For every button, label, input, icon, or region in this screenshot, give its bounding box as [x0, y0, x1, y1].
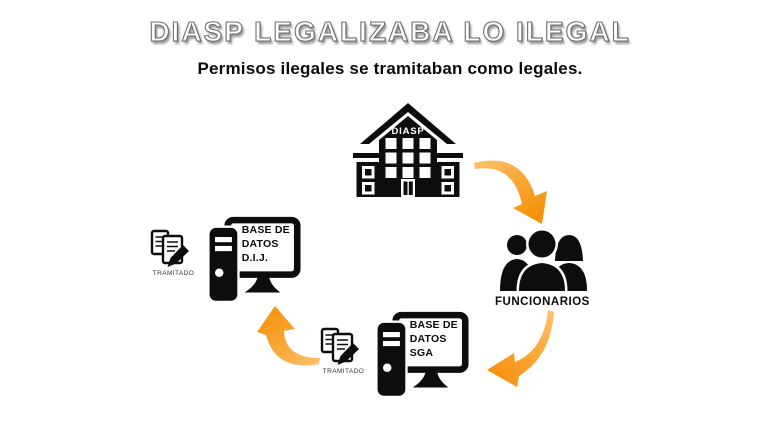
tower-slot	[382, 340, 400, 347]
building-right-wing	[432, 153, 463, 197]
monitor-stand	[244, 274, 281, 293]
power-button	[382, 363, 392, 372]
funcionarios-label: FUNCIONARIOS	[495, 296, 590, 308]
tramitado-label-dij: TRAMITADO	[152, 270, 195, 277]
documents-pencil-icon	[320, 327, 359, 365]
tramitado-documents-sga: TRAMITADO	[320, 327, 367, 375]
database-sga-computer: BASE DE DATOS SGA	[375, 309, 469, 403]
monitor-stand	[412, 369, 449, 388]
people-icon	[500, 229, 587, 293]
computer-tower	[207, 225, 240, 304]
tower-slot	[382, 332, 400, 338]
person-center-head	[526, 229, 558, 260]
tower-slot	[214, 237, 232, 243]
curved-arrow-left-icon	[487, 310, 554, 387]
tower-slot	[214, 245, 232, 252]
arrow-diasp-to-funcionarios-icon	[471, 156, 559, 230]
power-button	[214, 268, 224, 277]
building-windows	[385, 138, 431, 178]
pencil-icon	[337, 343, 359, 365]
tramitado-documents-dij: TRAMITADO	[150, 229, 197, 277]
pencil-icon	[167, 245, 189, 267]
building-door	[401, 179, 415, 197]
person-left-head	[507, 235, 527, 255]
curved-arrow-up-icon	[257, 306, 320, 366]
arrow-sga-to-dij-icon	[253, 304, 321, 378]
building-sign: DIASP	[391, 126, 424, 137]
arrow-funcionarios-to-sga-icon	[485, 308, 559, 392]
building-left-wing	[353, 153, 384, 197]
building-roof	[360, 103, 456, 144]
person-right-hair	[555, 235, 583, 261]
dij-screen-text: BASE DE DATOS D.I.J.	[241, 224, 290, 264]
building-icon: DIASP	[353, 103, 463, 197]
computer-tower	[375, 320, 408, 399]
funcionarios-group: FUNCIONARIOS	[495, 229, 589, 308]
tramitado-label-sga: TRAMITADO	[322, 368, 365, 375]
database-dij-computer: BASE DE DATOS D.I.J.	[207, 214, 301, 308]
computer-icon	[207, 216, 301, 304]
page-title: DIASP LEGALIZABA LO ILEGAL	[149, 15, 631, 47]
page-subtitle: Permisos ilegales se tramitaban como leg…	[197, 59, 583, 78]
documents-pencil-icon	[150, 229, 189, 267]
computer-icon	[375, 311, 469, 399]
person-center-body	[516, 260, 568, 293]
curved-arrow-down-right-icon	[474, 160, 547, 224]
diasp-building: DIASP	[352, 103, 464, 200]
sga-screen-text: BASE DE DATOS SGA	[409, 319, 458, 359]
